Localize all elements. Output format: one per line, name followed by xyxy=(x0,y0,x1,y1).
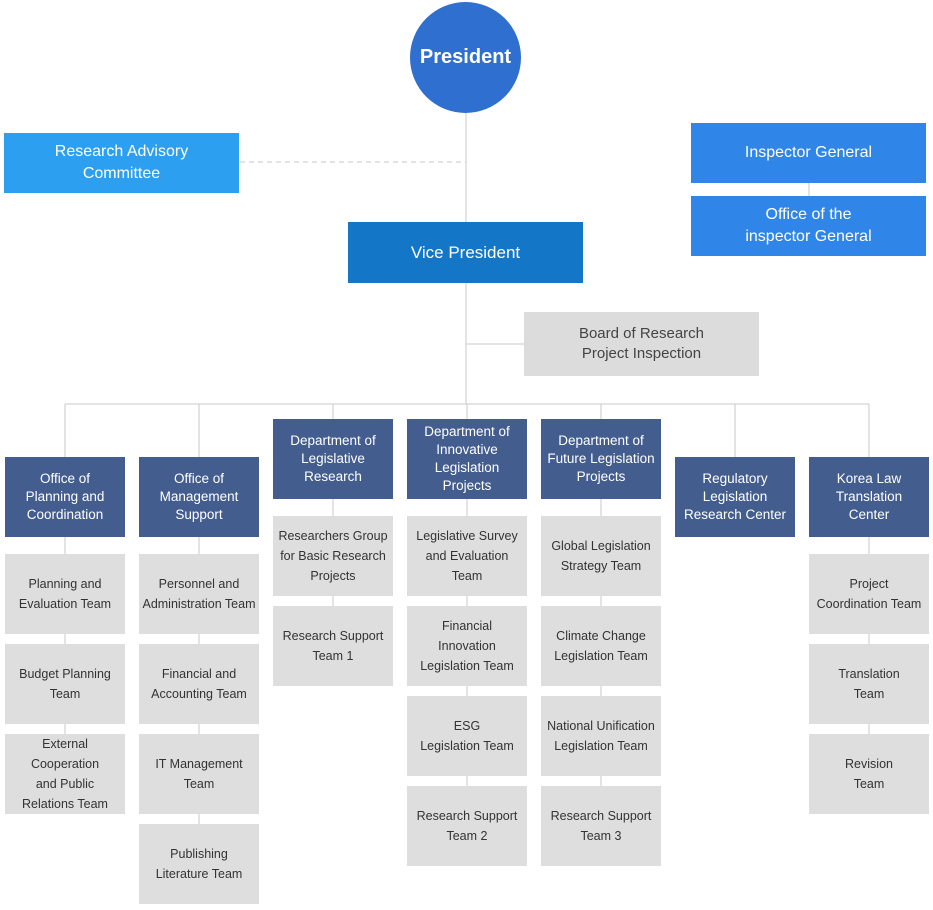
team-node[interactable]: Researchers Group for Basic Research Pro… xyxy=(273,516,393,596)
department-node[interactable]: Office of Planning and Coordination xyxy=(5,457,125,537)
team-node[interactable]: Research Support Team 2 xyxy=(407,786,527,866)
team-node[interactable]: Global Legislation Strategy Team xyxy=(541,516,661,596)
team-node[interactable]: Budget Planning Team xyxy=(5,644,125,724)
team-node[interactable]: National Unification Legislation Team xyxy=(541,696,661,776)
inspector-general-node[interactable]: Inspector General xyxy=(691,123,926,183)
office-of-inspector-general-node[interactable]: Office of the inspector General xyxy=(691,196,926,256)
team-node[interactable]: Revision Team xyxy=(809,734,929,814)
team-node[interactable]: Legislative Survey and Evaluation Team xyxy=(407,516,527,596)
department-node[interactable]: Regulatory Legislation Research Center xyxy=(675,457,795,537)
team-node[interactable]: Translation Team xyxy=(809,644,929,724)
president-node[interactable]: President xyxy=(410,2,521,113)
department-node[interactable]: Department of Legislative Research xyxy=(273,419,393,499)
team-node[interactable]: Financial Innovation Legislation Team xyxy=(407,606,527,686)
team-node[interactable]: External Cooperation and Public Relation… xyxy=(5,734,125,814)
vice-president-node[interactable]: Vice President xyxy=(348,222,583,283)
team-node[interactable]: Research Support Team 1 xyxy=(273,606,393,686)
board-of-research-project-inspection-node[interactable]: Board of Research Project Inspection xyxy=(524,312,759,376)
team-node[interactable]: Research Support Team 3 xyxy=(541,786,661,866)
team-node[interactable]: IT Management Team xyxy=(139,734,259,814)
department-node[interactable]: Office of Management Support xyxy=(139,457,259,537)
research-advisory-committee-node[interactable]: Research Advisory Committee xyxy=(4,133,239,193)
team-node[interactable]: Project Coordination Team xyxy=(809,554,929,634)
team-node[interactable]: Personnel and Administration Team xyxy=(139,554,259,634)
team-node[interactable]: ESG Legislation Team xyxy=(407,696,527,776)
department-node[interactable]: Department of Future Legislation Project… xyxy=(541,419,661,499)
team-node[interactable]: Planning and Evaluation Team xyxy=(5,554,125,634)
team-node[interactable]: Publishing Literature Team xyxy=(139,824,259,904)
department-node[interactable]: Korea Law Translation Center xyxy=(809,457,929,537)
team-node[interactable]: Financial and Accounting Team xyxy=(139,644,259,724)
team-node[interactable]: Climate Change Legislation Team xyxy=(541,606,661,686)
department-node[interactable]: Department of Innovative Legislation Pro… xyxy=(407,419,527,499)
